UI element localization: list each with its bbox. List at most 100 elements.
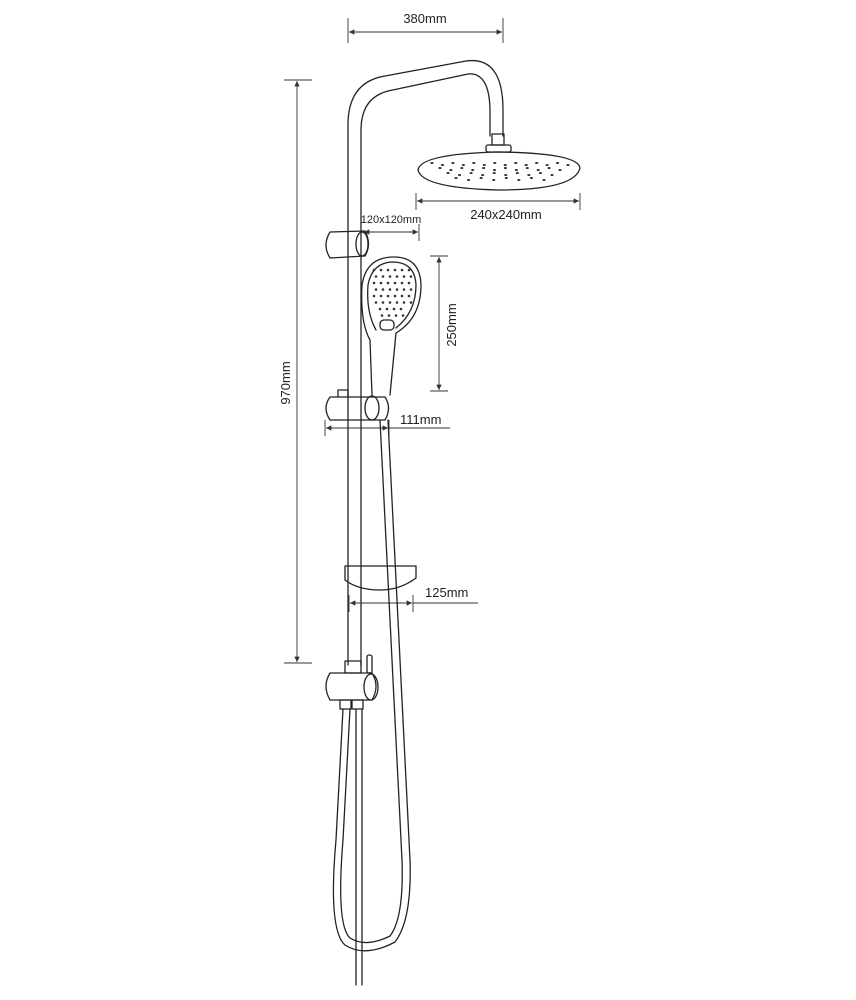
nozzle-dot xyxy=(547,167,551,169)
nozzle-dot xyxy=(466,179,471,181)
nozzle-dot xyxy=(527,174,531,176)
nozzle-dot xyxy=(525,167,529,169)
dimension-top-bracket: 120x120mm xyxy=(361,214,422,241)
nozzle-dot xyxy=(381,275,385,278)
nozzle-dot xyxy=(392,307,396,311)
nozzle-dot xyxy=(409,301,413,304)
nozzle-dot xyxy=(545,164,549,166)
nozzle-dot xyxy=(409,275,413,278)
nozzle-dot xyxy=(395,301,399,304)
hand-shower xyxy=(361,256,422,396)
nozzle-dot xyxy=(379,268,383,272)
nozzle-dot xyxy=(400,294,404,298)
nozzle-dot xyxy=(535,162,539,164)
nozzle-dot xyxy=(387,314,391,317)
nozzle-dot xyxy=(460,167,464,169)
nozzle-dot xyxy=(469,172,473,174)
nozzle-dot xyxy=(393,281,397,285)
nozzle-dot xyxy=(386,268,390,272)
nozzle-dot xyxy=(461,164,465,166)
nozzle-dot xyxy=(394,314,398,317)
nozzle-dot xyxy=(402,288,406,291)
nozzle-dot xyxy=(393,294,397,298)
nozzle-dot xyxy=(538,172,543,174)
nozzle-dot xyxy=(374,301,378,304)
nozzle-dot xyxy=(409,288,413,291)
nozzle-dot xyxy=(542,179,546,181)
diverter-valve xyxy=(325,654,379,710)
nozzle-dot xyxy=(381,301,385,304)
nozzle-dot xyxy=(399,307,403,311)
nozzle-dot xyxy=(503,167,508,169)
soap-dish xyxy=(344,565,417,591)
label-head-shower: 240x240mm xyxy=(470,207,542,222)
nozzle-dot xyxy=(566,164,570,166)
nozzle-dot xyxy=(492,172,496,174)
nozzle-dot xyxy=(401,314,405,317)
nozzle-dot xyxy=(550,174,554,176)
nozzle-dot xyxy=(440,164,445,166)
nozzle-dot xyxy=(471,169,475,171)
nozzle-dot xyxy=(386,294,390,298)
dimension-head-shower: 240x240mm xyxy=(415,193,581,222)
dimension-soap-dish: 125mm xyxy=(348,585,478,612)
nozzle-dot xyxy=(400,281,404,285)
label-top-bracket: 120x120mm xyxy=(361,214,422,226)
nozzle-dot xyxy=(385,307,389,311)
nozzle-dot xyxy=(388,288,392,291)
nozzle-dot xyxy=(372,294,376,298)
label-total-height: 970mm xyxy=(278,361,293,404)
nozzle-dot xyxy=(407,268,411,272)
nozzle-dot xyxy=(493,162,497,164)
shower-hose xyxy=(332,419,411,986)
dimension-total-height: 970mm xyxy=(278,79,312,664)
nozzle-dot xyxy=(395,275,399,278)
nozzle-dot xyxy=(451,162,455,164)
nozzle-dot xyxy=(380,314,384,317)
nozzle-dot xyxy=(381,288,385,291)
nozzle-dot xyxy=(372,268,376,272)
nozzle-dot xyxy=(514,169,518,171)
top-bracket xyxy=(325,230,370,259)
nozzle-dot xyxy=(388,275,392,278)
slider-bracket xyxy=(325,389,390,421)
nozzle-dot xyxy=(457,174,462,176)
nozzle-dot xyxy=(558,169,562,171)
nozzle-dot xyxy=(514,162,518,164)
label-hand-shower: 250mm xyxy=(444,303,459,346)
label-slider: 111mm xyxy=(400,412,441,427)
nozzle-dot xyxy=(400,268,404,272)
nozzle-dot xyxy=(492,179,496,181)
nozzle-dot xyxy=(402,275,406,278)
nozzle-dot xyxy=(504,174,508,176)
nozzle-dot xyxy=(393,268,397,272)
nozzle-dot xyxy=(379,294,383,298)
dimension-arm-reach: 380mm xyxy=(347,11,504,43)
nozzle-dot xyxy=(555,162,560,164)
nozzle-dot xyxy=(386,281,390,285)
nozzle-dot xyxy=(446,172,450,174)
nozzle-dot xyxy=(454,177,458,179)
nozzle-dot xyxy=(482,164,486,166)
nozzle-dot xyxy=(479,177,483,179)
label-soap-dish: 125mm xyxy=(425,585,468,600)
nozzle-dot xyxy=(372,281,376,285)
nozzle-dot xyxy=(430,162,434,164)
label-arm-reach: 380mm xyxy=(403,11,446,26)
nozzle-dot xyxy=(524,164,528,166)
nozzle-dot xyxy=(536,169,540,171)
nozzle-dot xyxy=(472,162,476,164)
nozzle-dot xyxy=(503,164,507,166)
nozzle-dot xyxy=(515,172,519,174)
nozzle-dot xyxy=(482,167,486,169)
nozzle-dot xyxy=(438,167,442,169)
nozzle-dot xyxy=(529,177,534,179)
nozzle-dot xyxy=(374,275,378,278)
nozzle-dot xyxy=(407,281,411,285)
head-shower xyxy=(417,133,581,191)
nozzle-dot xyxy=(517,179,521,181)
nozzle-dot xyxy=(378,307,382,311)
nozzle-dot xyxy=(402,301,406,304)
riser-pipe xyxy=(347,59,504,666)
